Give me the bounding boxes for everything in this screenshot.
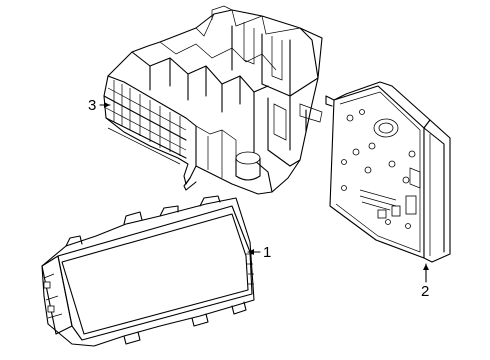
callout-1: 1 xyxy=(247,244,271,261)
part-1-display-unit xyxy=(41,195,255,347)
callout-2: 2 xyxy=(421,263,429,300)
callout-3: 3 xyxy=(88,97,111,114)
part-3-junction-housing xyxy=(103,5,323,195)
callout-1-label: 1 xyxy=(263,244,271,261)
callout-3-label: 3 xyxy=(88,97,96,114)
callout-2-label: 2 xyxy=(421,283,429,300)
part-2-control-module xyxy=(325,81,451,263)
